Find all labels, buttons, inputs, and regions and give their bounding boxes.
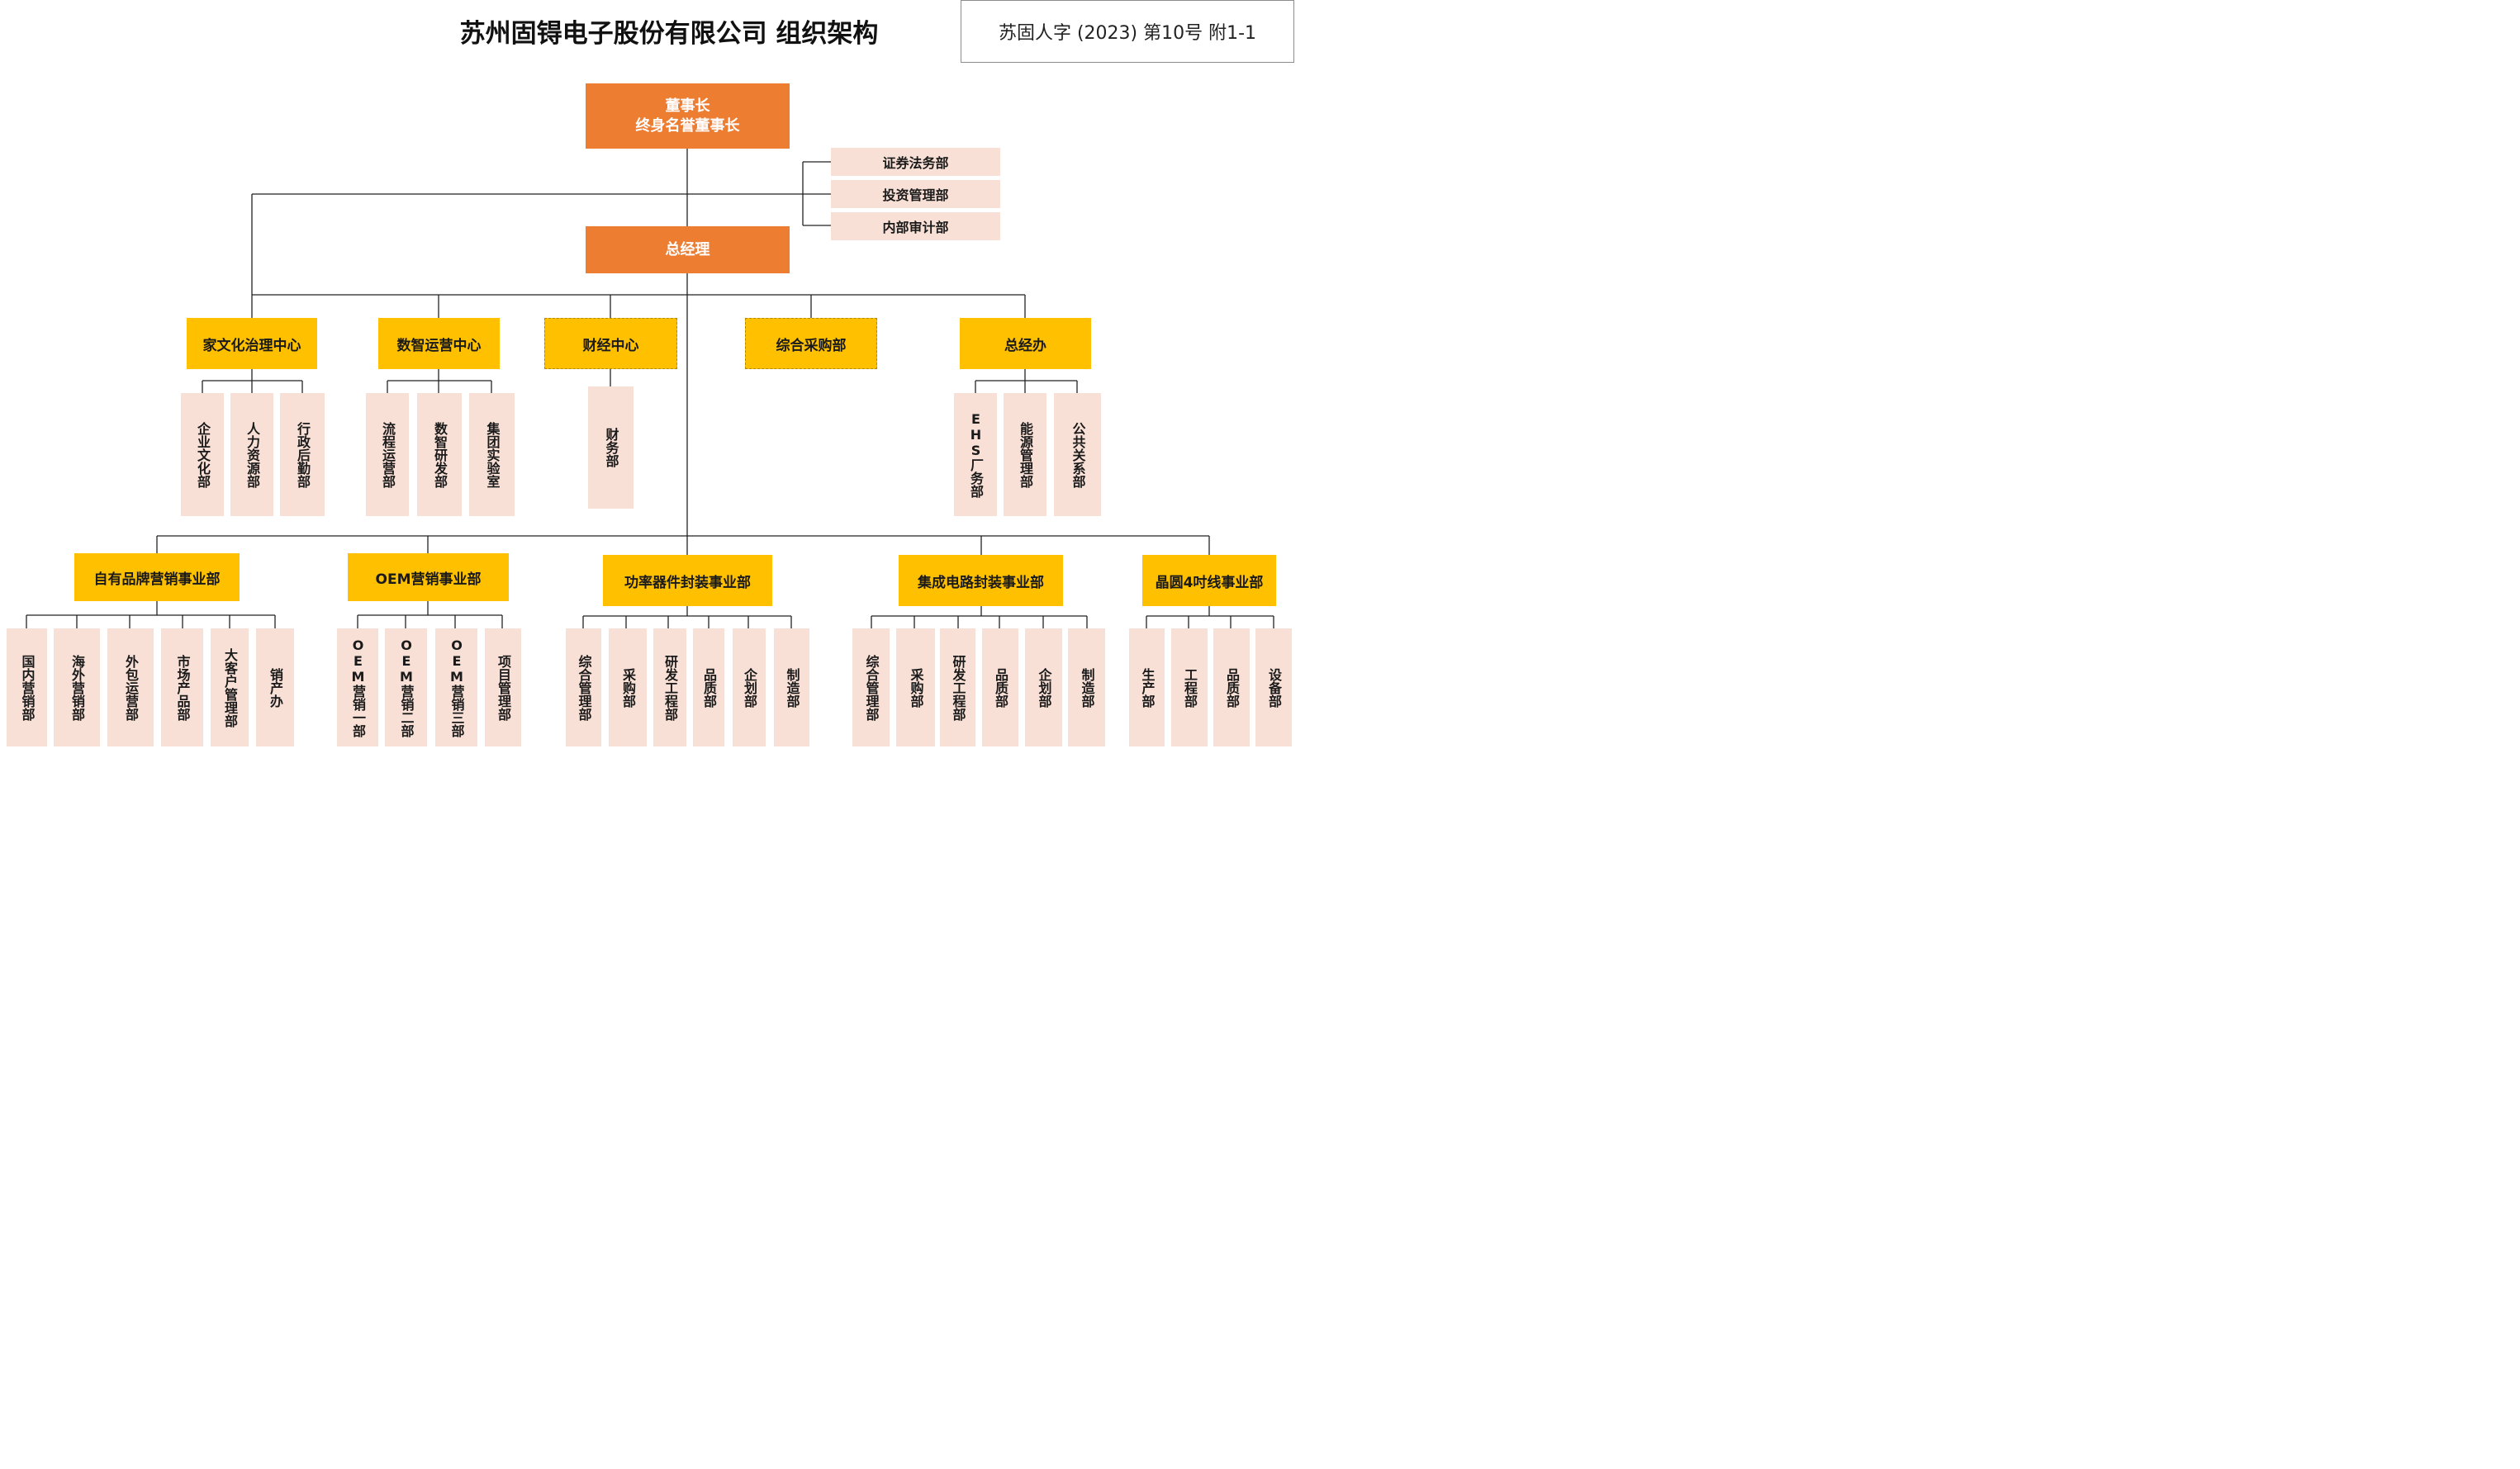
node-ic-planning: 企划部 [1025, 628, 1062, 746]
node-wafer-equipment: 设备部 [1255, 628, 1292, 746]
node-wafer-4inch-bu: 晶圆4吋线事业部 [1142, 555, 1276, 606]
node-wafer-quality: 品质部 [1213, 628, 1250, 746]
node-market-products: 市场产品部 [161, 628, 203, 746]
node-outsourcing-operations: 外包运营部 [107, 628, 154, 746]
node-ic-packaging-bu: 集成电路封装事业部 [899, 555, 1063, 606]
node-own-brand-marketing-bu: 自有品牌营销事业部 [74, 553, 240, 601]
node-group-lab: 集团实验室 [469, 393, 515, 516]
node-process-operations: 流程运营部 [366, 393, 409, 516]
node-finance-dept: 财务部 [588, 386, 634, 509]
node-ic-general-management: 综合管理部 [852, 628, 890, 746]
node-human-resources: 人力资源部 [230, 393, 273, 516]
node-oem-marketing-1: OEM营销一部 [337, 628, 378, 746]
node-ic-rd-engineering: 研发工程部 [940, 628, 975, 746]
chairman-title: 董事长 [665, 97, 710, 115]
node-digital-rd: 数智研发部 [417, 393, 462, 516]
node-wafer-production: 生产部 [1129, 628, 1165, 746]
node-internal-audit: 内部审计部 [831, 212, 1000, 240]
chairman-honorary-title: 终身名誉董事长 [635, 116, 740, 135]
node-key-account-management: 大客户管理部 [211, 628, 249, 746]
node-securities-legal: 证券法务部 [831, 148, 1000, 176]
node-family-culture-center: 家文化治理中心 [187, 318, 317, 369]
node-chairman: 董事长 终身名誉董事长 [586, 83, 790, 149]
node-ic-manufacturing: 制造部 [1068, 628, 1105, 746]
node-domestic-marketing: 国内营销部 [7, 628, 47, 746]
chart-title: 苏州固锝电子股份有限公司 组织架构 [459, 19, 879, 49]
node-oem-marketing-bu: OEM营销事业部 [348, 553, 509, 601]
node-power-quality: 品质部 [693, 628, 724, 746]
node-oem-marketing-2: OEM营销二部 [385, 628, 427, 746]
node-wafer-engineering: 工程部 [1171, 628, 1208, 746]
node-digital-operations-center: 数智运营中心 [378, 318, 500, 369]
node-corporate-culture: 企业文化部 [181, 393, 224, 516]
node-project-management: 项目管理部 [485, 628, 521, 746]
node-power-device-packaging-bu: 功率器件封装事业部 [603, 555, 772, 606]
node-power-manufacturing: 制造部 [774, 628, 809, 746]
node-power-rd-engineering: 研发工程部 [653, 628, 686, 746]
node-general-manager: 总经理 [586, 226, 790, 273]
node-sales-production-office: 销产办 [256, 628, 294, 746]
node-ehs-facilities: EHS厂务部 [954, 393, 997, 516]
node-energy-management: 能源管理部 [1004, 393, 1046, 516]
node-admin-logistics: 行政后勤部 [280, 393, 325, 516]
document-number: 苏固人字 (2023) 第10号 附1-1 [961, 0, 1294, 63]
node-investment-management: 投资管理部 [831, 180, 1000, 208]
node-power-general-management: 综合管理部 [566, 628, 601, 746]
node-gm-office: 总经办 [960, 318, 1091, 369]
node-overseas-marketing: 海外营销部 [54, 628, 100, 746]
node-procurement-dept: 综合采购部 [745, 318, 877, 369]
node-oem-marketing-3: OEM营销三部 [435, 628, 477, 746]
node-ic-quality: 品质部 [982, 628, 1018, 746]
node-public-relations: 公共关系部 [1054, 393, 1101, 516]
node-ic-procurement: 采购部 [896, 628, 935, 746]
node-power-procurement: 采购部 [609, 628, 647, 746]
node-finance-center: 财经中心 [544, 318, 677, 369]
connector-lines [26, 149, 1274, 628]
node-power-planning: 企划部 [733, 628, 766, 746]
